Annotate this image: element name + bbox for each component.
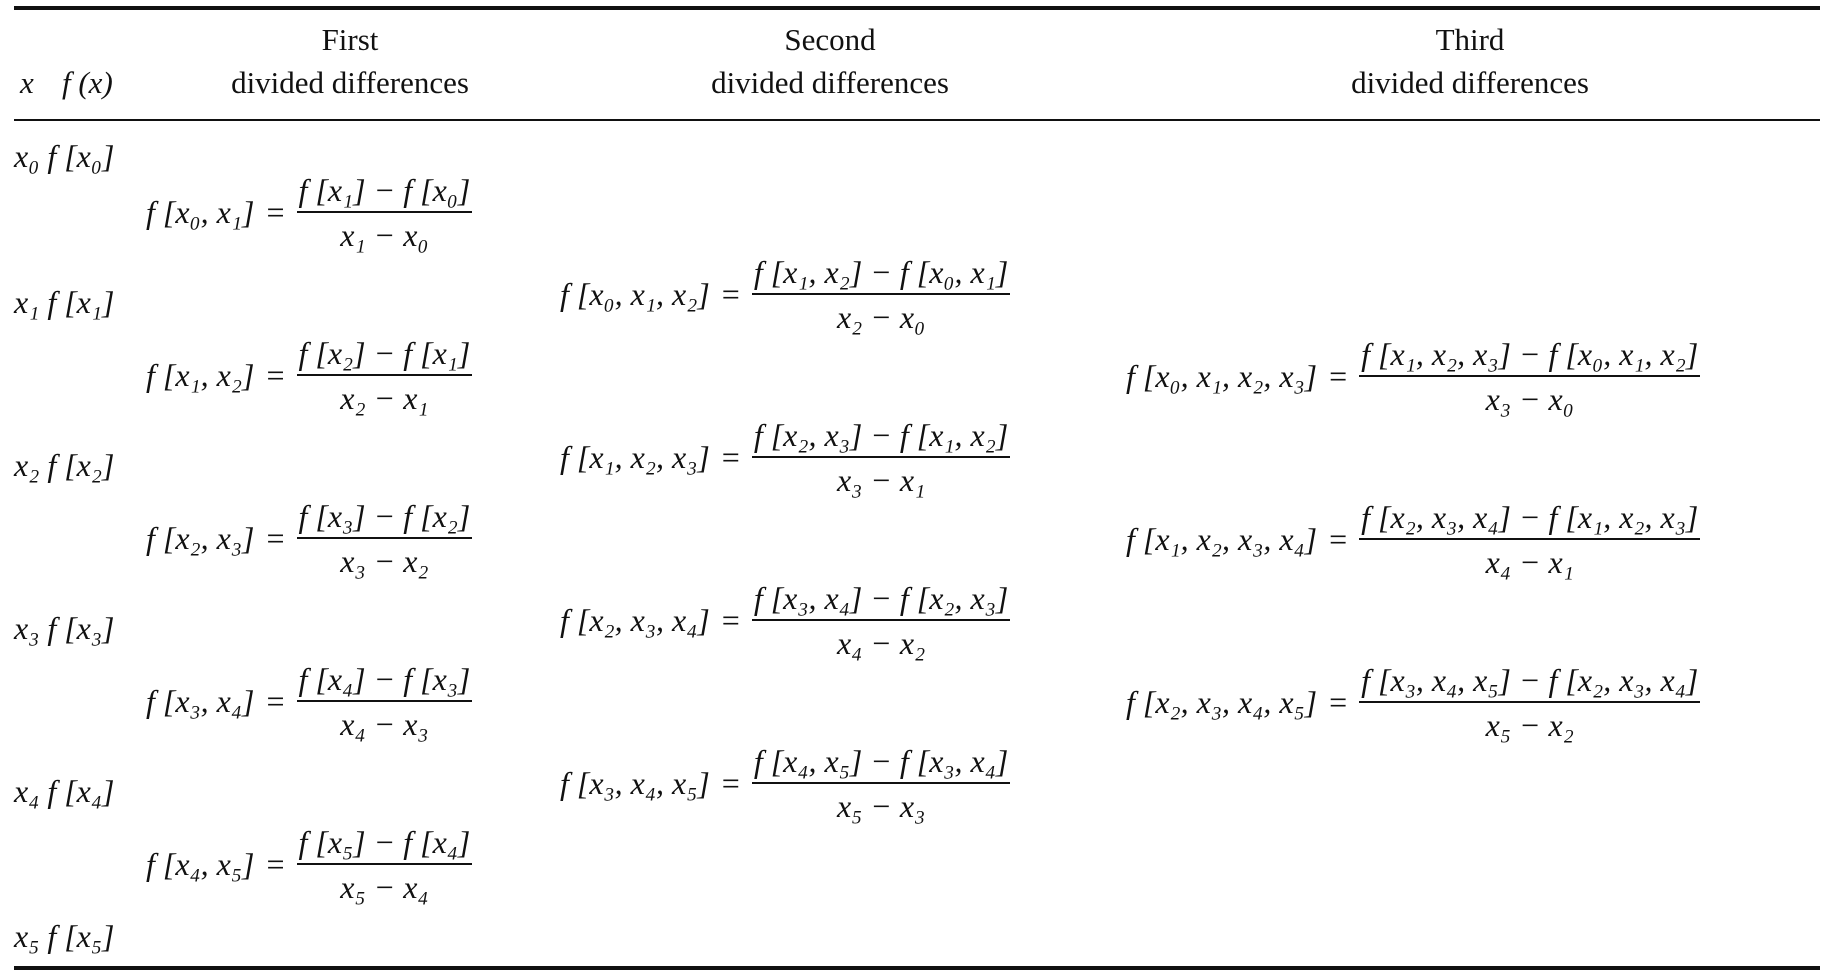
equals-sign: = (1329, 358, 1348, 394)
fraction: f [x₁] − f [x₀] x₁ − x₀ (296, 172, 473, 253)
equals-sign: = (721, 602, 740, 638)
fraction: f [x₃, x₄, x₅] − f [x₂, x₃, x₄] x₅ − x₂ (1359, 662, 1701, 743)
equals-sign: = (266, 520, 285, 556)
first-difference-lhs: f [x₂, x₃] (146, 520, 255, 556)
first-difference-1: f [x₁, x₂] = f [x₂] − f [x₁] x₂ − x₁ (146, 335, 473, 416)
second-difference-1: f [x₁, x₂, x₃] = f [x₂, x₃] − f [x₁, x₂]… (560, 417, 1011, 498)
first-difference-lhs: f [x₃, x₄] (146, 683, 255, 719)
fraction-numerator: f [x₁, x₂, x₃] − f [x₀, x₁, x₂] (1359, 336, 1701, 377)
fraction: f [x₃, x₄] − f [x₂, x₃] x₄ − x₂ (751, 580, 1011, 661)
fraction: f [x₄, x₅] − f [x₃, x₄] x₅ − x₃ (751, 743, 1011, 824)
fraction-numerator: f [x₃] − f [x₂] (296, 498, 473, 539)
equals-sign: = (266, 194, 285, 230)
zeroth-entry-0: x₀ f [x₀] (14, 138, 115, 174)
bottom-rule (14, 966, 1820, 970)
header-third-column: Third divided differences (1300, 18, 1640, 104)
fraction-denominator: x₄ − x₃ (340, 706, 429, 742)
second-difference-lhs: f [x₃, x₄, x₅] (560, 765, 710, 801)
fraction-denominator: x₁ − x₀ (340, 217, 429, 253)
equals-sign: = (266, 846, 285, 882)
third-difference-lhs: f [x₂, x₃, x₄, x₅] (1126, 684, 1318, 720)
fraction: f [x₅] − f [x₄] x₅ − x₄ (296, 824, 473, 905)
second-difference-2: f [x₂, x₃, x₄] = f [x₃, x₄] − f [x₂, x₃]… (560, 580, 1011, 661)
fraction-denominator: x₂ − x₀ (836, 299, 926, 335)
fraction-numerator: f [x₃, x₄] − f [x₂, x₃] (751, 580, 1011, 621)
third-difference-2: f [x₂, x₃, x₄, x₅] = f [x₃, x₄, x₅] − f … (1126, 662, 1701, 743)
zeroth-entry-4: x₄ f [x₄] (14, 773, 115, 809)
third-difference-lhs: f [x₁, x₂, x₃, x₄] (1126, 521, 1318, 557)
fraction: f [x₃] − f [x₂] x₃ − x₂ (296, 498, 473, 579)
fraction-numerator: f [x₂, x₃, x₄] − f [x₁, x₂, x₃] (1359, 499, 1701, 540)
fraction-numerator: f [x₂] − f [x₁] (296, 335, 473, 376)
fraction-numerator: f [x₄, x₅] − f [x₃, x₄] (751, 743, 1011, 784)
third-difference-lhs: f [x₀, x₁, x₂, x₃] (1126, 358, 1318, 394)
header-second-column: Second divided differences (660, 18, 1000, 104)
header-second-line1: Second (784, 22, 876, 57)
first-difference-0: f [x₀, x₁] = f [x₁] − f [x₀] x₁ − x₀ (146, 172, 473, 253)
header-first-column: First divided differences (180, 18, 520, 104)
fraction-denominator: x₃ − x₀ (1485, 381, 1574, 417)
fraction: f [x₂, x₃] − f [x₁, x₂] x₃ − x₁ (751, 417, 1011, 498)
zeroth-entry-2: x₂ f [x₂] (14, 447, 115, 483)
second-difference-lhs: f [x₁, x₂, x₃] (560, 439, 710, 475)
fraction: f [x₁, x₂, x₃] − f [x₀, x₁, x₂] x₃ − x₀ (1359, 336, 1701, 417)
equals-sign: = (721, 765, 740, 801)
first-difference-lhs: f [x₀, x₁] (146, 194, 255, 230)
first-difference-lhs: f [x₄, x₅] (146, 846, 255, 882)
fraction-numerator: f [x₂, x₃] − f [x₁, x₂] (751, 417, 1011, 458)
zeroth-entry-1: x₁ f [x₁] (14, 284, 115, 320)
header-first-line1: First (321, 22, 379, 57)
zeroth-entry-3: x₃ f [x₃] (14, 610, 115, 646)
second-difference-lhs: f [x₀, x₁, x₂] (560, 276, 710, 312)
first-difference-lhs: f [x₁, x₂] (146, 357, 255, 393)
fraction: f [x₂, x₃, x₄] − f [x₁, x₂, x₃] x₄ − x₁ (1359, 499, 1701, 580)
second-difference-3: f [x₃, x₄, x₅] = f [x₄, x₅] − f [x₃, x₄]… (560, 743, 1011, 824)
second-difference-lhs: f [x₂, x₃, x₄] (560, 602, 710, 638)
equals-sign: = (1329, 684, 1348, 720)
fraction-denominator: x₃ − x₂ (340, 543, 429, 579)
fraction-numerator: f [x₄] − f [x₃] (296, 661, 473, 702)
fraction-numerator: f [x₅] − f [x₄] (296, 824, 473, 865)
equals-sign: = (1329, 521, 1348, 557)
first-difference-4: f [x₄, x₅] = f [x₅] − f [x₄] x₅ − x₄ (146, 824, 473, 905)
third-difference-0: f [x₀, x₁, x₂, x₃] = f [x₁, x₂, x₃] − f … (1126, 336, 1701, 417)
top-rule (14, 6, 1820, 10)
equals-sign: = (721, 439, 740, 475)
fraction-denominator: x₄ − x₁ (1485, 544, 1574, 580)
zeroth-entry-5: x₅ f [x₅] (14, 918, 115, 954)
fraction-numerator: f [x₁] − f [x₀] (296, 172, 473, 213)
fraction: f [x₂] − f [x₁] x₂ − x₁ (296, 335, 473, 416)
header-third-line2: divided differences (1351, 65, 1589, 100)
header-rule (14, 119, 1820, 121)
fraction-denominator: x₂ − x₁ (340, 380, 429, 416)
header-second-line2: divided differences (711, 65, 949, 100)
first-difference-3: f [x₃, x₄] = f [x₄] − f [x₃] x₄ − x₃ (146, 661, 473, 742)
fraction: f [x₁, x₂] − f [x₀, x₁] x₂ − x₀ (751, 254, 1011, 335)
third-difference-1: f [x₁, x₂, x₃, x₄] = f [x₂, x₃, x₄] − f … (1126, 499, 1701, 580)
header-first-line2: divided differences (231, 65, 469, 100)
fraction-denominator: x₅ − x₄ (340, 869, 429, 905)
fraction-denominator: x₄ − x₂ (836, 625, 926, 661)
header-third-line1: Third (1435, 22, 1505, 57)
fraction-denominator: x₅ − x₂ (1485, 707, 1574, 743)
fraction-numerator: f [x₃, x₄, x₅] − f [x₂, x₃, x₄] (1359, 662, 1701, 703)
first-difference-2: f [x₂, x₃] = f [x₃] − f [x₂] x₃ − x₂ (146, 498, 473, 579)
fraction: f [x₄] − f [x₃] x₄ − x₃ (296, 661, 473, 742)
equals-sign: = (721, 276, 740, 312)
second-difference-0: f [x₀, x₁, x₂] = f [x₁, x₂] − f [x₀, x₁]… (560, 254, 1011, 335)
header-x-label: x (20, 65, 34, 100)
fraction-denominator: x₃ − x₁ (836, 462, 926, 498)
header-fx-label: f (x) (62, 65, 113, 100)
fraction-denominator: x₅ − x₃ (836, 788, 926, 824)
fraction-numerator: f [x₁, x₂] − f [x₀, x₁] (751, 254, 1011, 295)
equals-sign: = (266, 357, 285, 393)
equals-sign: = (266, 683, 285, 719)
